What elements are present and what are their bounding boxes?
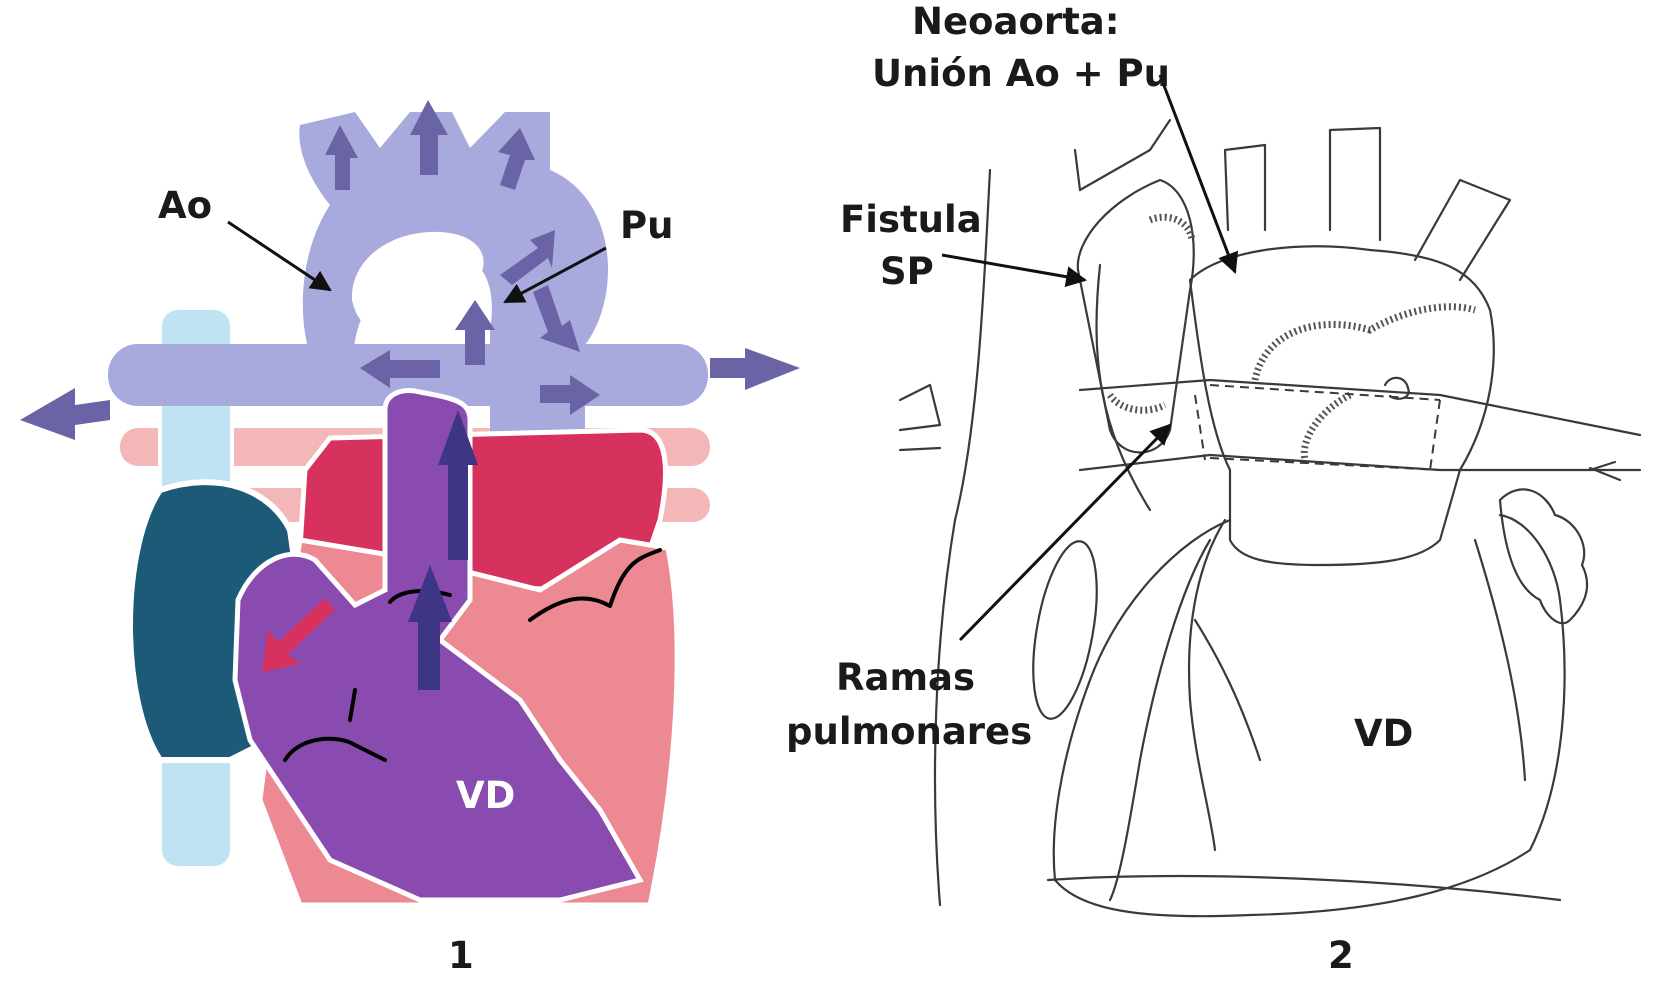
panel-1-heart-illustration: Ao Pu VD 1 bbox=[20, 100, 800, 977]
oval-outline bbox=[1032, 540, 1098, 720]
pulmonary-branch-hidden-left bbox=[1194, 394, 1206, 461]
label-fistula-line-1: Fistula bbox=[840, 198, 982, 241]
panel-number-1: 1 bbox=[448, 934, 474, 977]
main-flow-arrow-lower bbox=[408, 565, 452, 690]
flow-arrows-main bbox=[408, 410, 478, 690]
label-vd-panel-2: VD bbox=[1354, 712, 1413, 755]
flow-arrow-left-arch bbox=[360, 350, 440, 388]
valve-line-left bbox=[348, 688, 357, 722]
valve-line-pulmonary bbox=[388, 589, 452, 604]
panel-2-surgical-drawing: Neoaorta: Unión Ao + Pu Fistula SP Ramas… bbox=[786, 0, 1642, 977]
pulmonary-branch-lower bbox=[1078, 453, 1642, 472]
flow-arrow-up-1 bbox=[325, 125, 358, 190]
pulmonary-branch-upper bbox=[1078, 378, 1642, 437]
label-ramas-line-1: Ramas bbox=[836, 656, 975, 699]
flow-arrows-light bbox=[20, 100, 800, 440]
flow-arrow-up-3 bbox=[498, 128, 535, 190]
aortic-arch-lumen bbox=[351, 231, 484, 326]
flow-arrow-up-2 bbox=[410, 100, 448, 175]
arch-vessel-3 bbox=[1413, 178, 1512, 282]
valve-line-tricuspid bbox=[283, 736, 387, 762]
flow-arrow-left-pa bbox=[20, 388, 110, 440]
main-flow-arrow-upper bbox=[438, 410, 478, 560]
label-vd-panel-1: VD bbox=[456, 774, 515, 817]
label-neoaorta-line-2: Unión Ao + Pu bbox=[872, 52, 1170, 95]
pulmonary-branch-hidden-lower bbox=[1209, 457, 1441, 471]
heart-outline bbox=[1052, 513, 1566, 918]
flow-arrow-up-center bbox=[455, 300, 495, 365]
label-ramas-line-2: pulmonares bbox=[786, 710, 1032, 753]
label-fistula-line-2: SP bbox=[880, 250, 934, 293]
pointer-neoaorta bbox=[1158, 74, 1239, 274]
fistula-suture-top bbox=[1148, 213, 1196, 241]
neoaorta-suture-arch bbox=[1251, 303, 1476, 381]
neoaorta-outline bbox=[1188, 245, 1495, 567]
aortic-arch bbox=[299, 112, 608, 440]
label-neoaorta-line-1: Neoaorta: bbox=[912, 0, 1120, 43]
fistula-suture-bottom bbox=[1107, 392, 1167, 414]
pointer-ao bbox=[227, 220, 332, 292]
left-stub-2 bbox=[898, 446, 942, 452]
fistula-tube bbox=[1076, 178, 1195, 454]
pulmonary-branch-hidden-right bbox=[1429, 399, 1441, 471]
pointer-pu bbox=[503, 246, 607, 304]
label-ao: Ao bbox=[158, 184, 212, 227]
pointer-fistula bbox=[941, 253, 1088, 288]
flow-arrow-pu-2 bbox=[533, 285, 580, 352]
flow-arrow-pu-1 bbox=[500, 230, 555, 285]
valve-line-mitral bbox=[528, 548, 662, 622]
neoaorta-coronary-button bbox=[1383, 376, 1410, 400]
atrial-appendage bbox=[1498, 488, 1588, 625]
coronary-artery-right bbox=[1473, 538, 1527, 782]
panel-number-2: 2 bbox=[1328, 934, 1354, 977]
flow-arrow-right-arch bbox=[540, 375, 600, 415]
coronary-artery bbox=[1108, 518, 1262, 902]
left-stub-1 bbox=[898, 383, 942, 432]
top-stub-left bbox=[1073, 118, 1172, 192]
arch-vessel-2 bbox=[1328, 126, 1382, 242]
flow-arrow-right-pa bbox=[710, 348, 800, 390]
label-pu: Pu bbox=[620, 204, 673, 247]
bottom-line bbox=[1046, 874, 1562, 902]
pulmonary-branch-hidden-upper bbox=[1209, 384, 1441, 401]
shunt-arrow bbox=[262, 598, 335, 672]
arch-vessel-1 bbox=[1223, 143, 1267, 232]
pointer-pulmonary-branches bbox=[958, 423, 1172, 642]
right-stub bbox=[1588, 460, 1622, 482]
neoaorta-suture-vertical bbox=[1300, 391, 1352, 461]
vena-cava-outline bbox=[933, 168, 992, 907]
